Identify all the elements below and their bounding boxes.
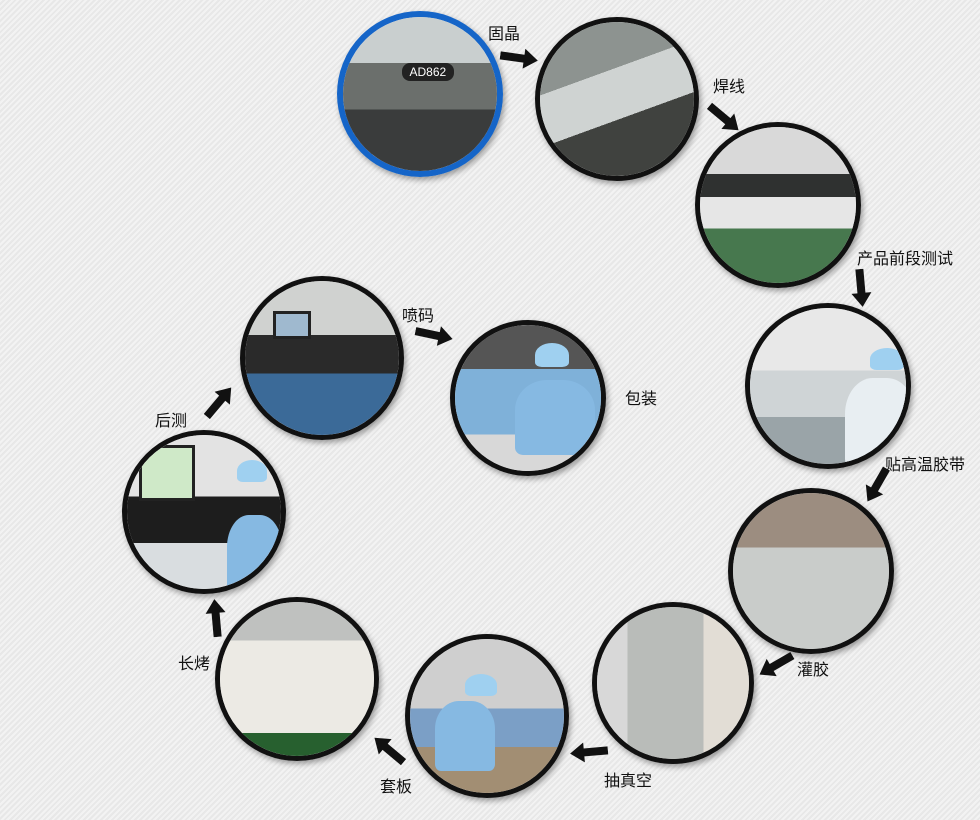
step-label-packaging: 包装 — [625, 389, 658, 408]
step-photo-glue-potting — [728, 488, 894, 654]
step-label-long-baking: 长烤 — [178, 654, 211, 673]
machine-model-plate: AD862 — [401, 63, 455, 82]
step-photo-board-fitting — [405, 634, 569, 798]
step-label-front-end-testing: 产品前段测试 — [857, 249, 954, 268]
step-label-glue-potting: 灌胶 — [797, 660, 830, 679]
step-label-high-temp-tape: 贴高温胶带 — [885, 455, 966, 474]
step-photo-high-temp-tape — [745, 303, 911, 469]
step-photo-die-bonding: AD862 — [337, 11, 503, 177]
step-photo-packaging — [450, 320, 606, 476]
step-photo-post-testing — [122, 430, 286, 594]
step-label-wire-bonding: 焊线 — [713, 77, 746, 96]
front-end-testing-photo — [700, 127, 856, 283]
step-label-post-testing: 后测 — [155, 411, 188, 430]
arrow-left-icon — [569, 740, 609, 764]
step-photo-front-end-testing — [695, 122, 861, 288]
inkjet-coding-photo — [245, 281, 399, 435]
wire-bonding-machine-photo — [540, 22, 694, 176]
arrow-right-icon — [498, 45, 540, 71]
arrow-up-right-icon — [199, 381, 239, 423]
step-photo-long-baking — [215, 597, 379, 761]
die-bonding-machine-photo — [343, 17, 497, 171]
baking-ovens-photo — [220, 602, 374, 756]
glue-potting-photo — [733, 493, 889, 649]
arrow-down-left-icon — [858, 463, 896, 507]
step-photo-inkjet-coding — [240, 276, 404, 440]
step-label-die-bonding: 固晶 — [488, 24, 521, 43]
step-photo-wire-bonding — [535, 17, 699, 181]
arrow-up-icon — [204, 598, 228, 638]
vacuum-chamber-photo — [597, 607, 749, 759]
step-label-inkjet-coding: 喷码 — [402, 306, 435, 325]
step-label-vacuum: 抽真空 — [604, 771, 653, 790]
step-photo-vacuum — [592, 602, 754, 764]
arrow-right-icon — [413, 321, 455, 349]
arrow-up-left-icon — [368, 730, 410, 770]
step-label-board-fitting: 套板 — [380, 777, 413, 796]
arrow-down-icon — [849, 268, 873, 308]
arrow-left-icon — [754, 646, 798, 684]
